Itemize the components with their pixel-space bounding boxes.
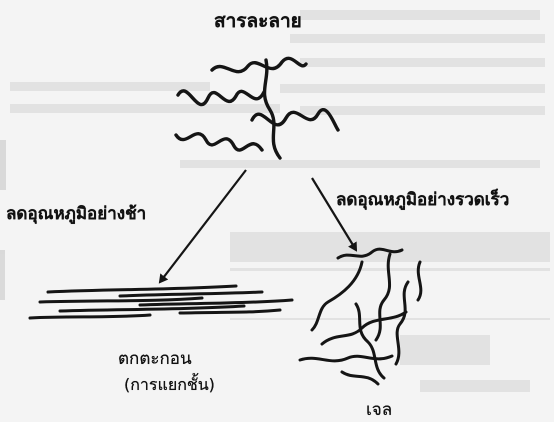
sediment-chain-5: [60, 306, 244, 311]
sediment-sublabel: (การแยกชั้น): [124, 373, 215, 398]
chain-2: [212, 58, 306, 71]
fast-cooling-label: ลดอุณหภูมิอย่างรวดเร็ว: [336, 186, 509, 213]
gel-chain-9: [342, 372, 378, 384]
solution-label: สารละลาย: [214, 6, 302, 36]
gel-network: [300, 249, 421, 384]
sediment-chain-7: [30, 315, 150, 318]
sediment-chain-1: [48, 286, 236, 292]
chain-1: [178, 91, 264, 105]
sediment-label: ตกตะกอน: [118, 345, 192, 372]
sediment-chain-2: [120, 292, 262, 296]
sediment-chains: [30, 286, 292, 318]
gel-chain-6: [396, 282, 408, 364]
solution-chains: [176, 58, 338, 158]
sediment-chain-6: [180, 310, 280, 313]
gel-chain-7: [300, 356, 392, 361]
gel-chain-8: [418, 262, 421, 300]
chain-4: [252, 110, 338, 130]
gel-chain-2: [312, 262, 362, 330]
chain-5: [265, 60, 280, 158]
gel-chain-1: [338, 249, 402, 258]
sediment-chain-3: [40, 298, 202, 302]
gel-chain-3: [376, 254, 390, 340]
slow-cooling-label: ลดอุณหภูมิอย่างช้า: [6, 200, 146, 227]
slow-cooling-arrow: [160, 170, 246, 282]
gel-label: เจล: [366, 396, 392, 422]
chain-3: [176, 134, 262, 150]
